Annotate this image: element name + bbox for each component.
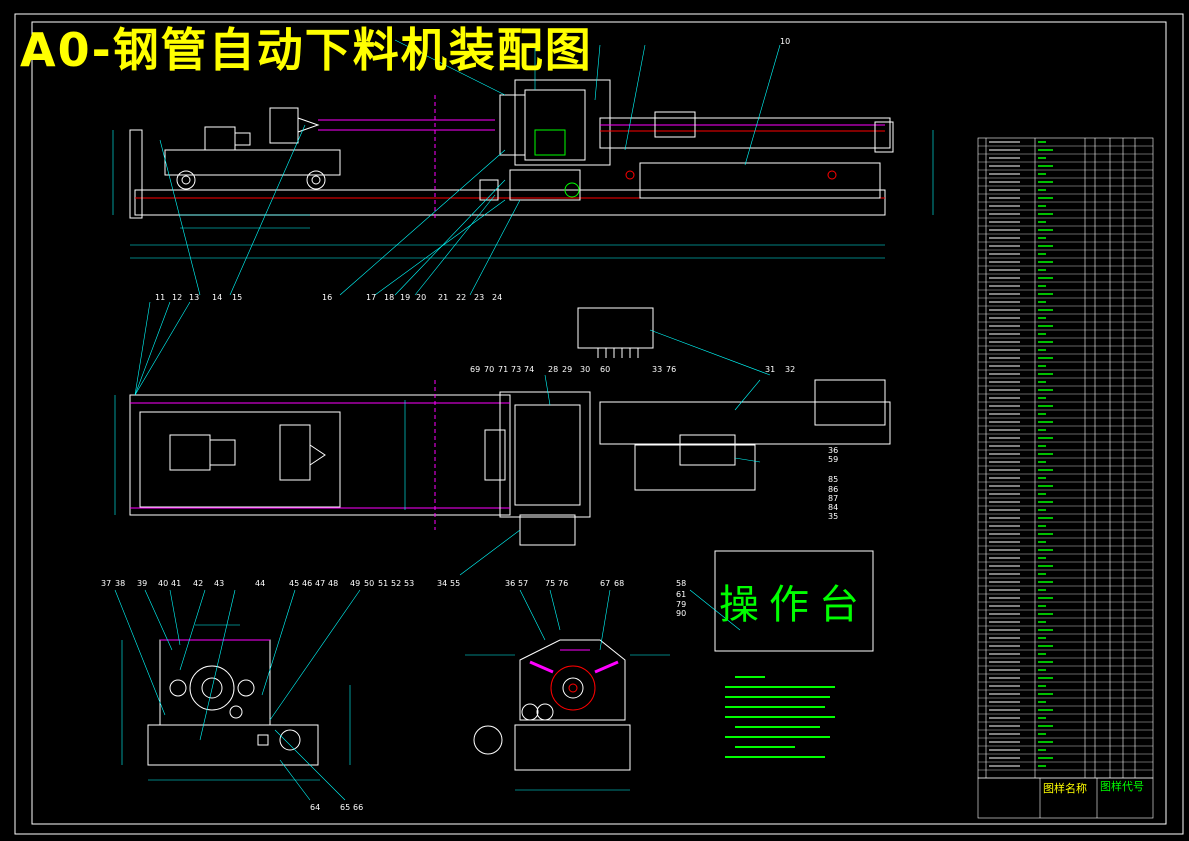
callout-16: 16 <box>322 293 332 302</box>
callout-47: 47 <box>315 579 325 588</box>
callout-39: 39 <box>137 579 147 588</box>
callout-20: 20 <box>416 293 426 302</box>
console-label: 操作台 <box>719 582 869 628</box>
bom-code: 图样代号 <box>1100 780 1144 793</box>
callout-22: 22 <box>456 293 466 302</box>
bom-entries <box>989 141 1053 767</box>
callout-66: 66 <box>353 803 363 812</box>
callout-43: 43 <box>214 579 224 588</box>
callout-84: 84 <box>828 503 838 512</box>
callout-86: 86 <box>828 485 838 494</box>
outer-border <box>14 13 1184 835</box>
callout-12: 12 <box>172 293 182 302</box>
elevation-view <box>129 79 894 220</box>
section-middle-dims <box>465 654 670 791</box>
callout-70: 70 <box>484 365 494 374</box>
callout-68: 68 <box>614 579 624 588</box>
callout-36: 36 <box>828 446 838 455</box>
elevation-dimensions <box>112 130 934 259</box>
callout-61: 61 <box>676 590 686 599</box>
callout-46: 46 <box>302 579 312 588</box>
bom-title: 图样名称 <box>1043 782 1087 795</box>
callout-19: 19 <box>400 293 410 302</box>
callout-73: 73 <box>511 365 521 374</box>
callout-24: 24 <box>492 293 502 302</box>
leader-lines <box>114 39 781 801</box>
callout-76b: 76 <box>558 579 568 588</box>
callout-85: 85 <box>828 475 838 484</box>
section-middle <box>473 639 631 771</box>
callout-90: 90 <box>676 609 686 618</box>
callout-37: 37 <box>101 579 111 588</box>
callout-45: 45 <box>289 579 299 588</box>
callout-65: 65 <box>340 803 350 812</box>
callout-13: 13 <box>189 293 199 302</box>
callout-34: 34 <box>437 579 447 588</box>
callout-31: 31 <box>765 365 775 374</box>
callout-15: 15 <box>232 293 242 302</box>
callout-74: 74 <box>524 365 534 374</box>
technical-notes <box>725 676 835 758</box>
callout-51: 51 <box>378 579 388 588</box>
callout-38: 38 <box>115 579 125 588</box>
callout-64: 64 <box>310 803 320 812</box>
callout-44: 44 <box>255 579 265 588</box>
callout-50: 50 <box>364 579 374 588</box>
bom-rows <box>978 145 1153 771</box>
callout-75: 75 <box>545 579 555 588</box>
section-left <box>147 639 319 766</box>
callout-41: 41 <box>171 579 181 588</box>
callout-42: 42 <box>193 579 203 588</box>
callout-48: 48 <box>328 579 338 588</box>
callout-35: 35 <box>828 512 838 521</box>
section-left-dims <box>121 624 351 781</box>
callout-57: 57 <box>518 579 528 588</box>
callout-40: 40 <box>158 579 168 588</box>
inner-border <box>31 21 1167 825</box>
callout-71: 71 <box>498 365 508 374</box>
callout-36b: 36 <box>505 579 515 588</box>
callout-18: 18 <box>384 293 394 302</box>
drawing-title: A0-钢管自动下料机装配图 <box>20 23 593 77</box>
callout-33: 33 <box>652 365 662 374</box>
callout-32: 32 <box>785 365 795 374</box>
callout-69: 69 <box>470 365 480 374</box>
plan-view <box>129 307 891 546</box>
callout-labels: 10 16 17 18 19 20 14 15 21 22 23 24 11 1… <box>101 37 838 812</box>
plan-dimensions <box>114 395 406 515</box>
callout-76a: 76 <box>666 365 676 374</box>
callout-14: 14 <box>212 293 222 302</box>
callout-60: 60 <box>600 365 610 374</box>
callout-79: 79 <box>676 600 686 609</box>
callout-55: 55 <box>450 579 460 588</box>
callout-17: 17 <box>366 293 376 302</box>
callout-49: 49 <box>350 579 360 588</box>
console-box <box>714 550 874 652</box>
callout-23: 23 <box>474 293 484 302</box>
callout-58: 58 <box>676 579 686 588</box>
callout-53: 53 <box>404 579 414 588</box>
callout-52: 52 <box>391 579 401 588</box>
callout-11: 11 <box>155 293 165 302</box>
callout-28: 28 <box>548 365 558 374</box>
callout-30: 30 <box>580 365 590 374</box>
callout-59: 59 <box>828 455 838 464</box>
callout-67: 67 <box>600 579 610 588</box>
callout-87: 87 <box>828 494 838 503</box>
callout-29: 29 <box>562 365 572 374</box>
callout-10: 10 <box>780 37 790 46</box>
callout-21: 21 <box>438 293 448 302</box>
